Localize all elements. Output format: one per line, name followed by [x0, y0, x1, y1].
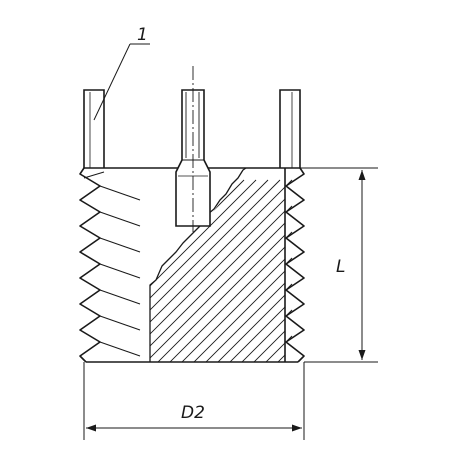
left-thread-profile	[79, 167, 101, 363]
dimension-length	[300, 167, 378, 363]
dimension-diameter-label: D2	[181, 403, 205, 423]
dimension-length-label: L	[336, 257, 345, 277]
right-thread-profile	[285, 167, 305, 363]
callout-leader	[93, 43, 150, 121]
dimension-diameter	[83, 362, 305, 440]
section-hatching	[150, 179, 285, 362]
right-thread-inner-lines	[285, 179, 293, 343]
right-crown-tab	[279, 89, 301, 168]
callout-number: 1	[137, 25, 148, 45]
section-break-line	[149, 167, 247, 362]
left-crown-tab	[83, 89, 105, 168]
left-thread-helix-lines	[83, 171, 141, 357]
